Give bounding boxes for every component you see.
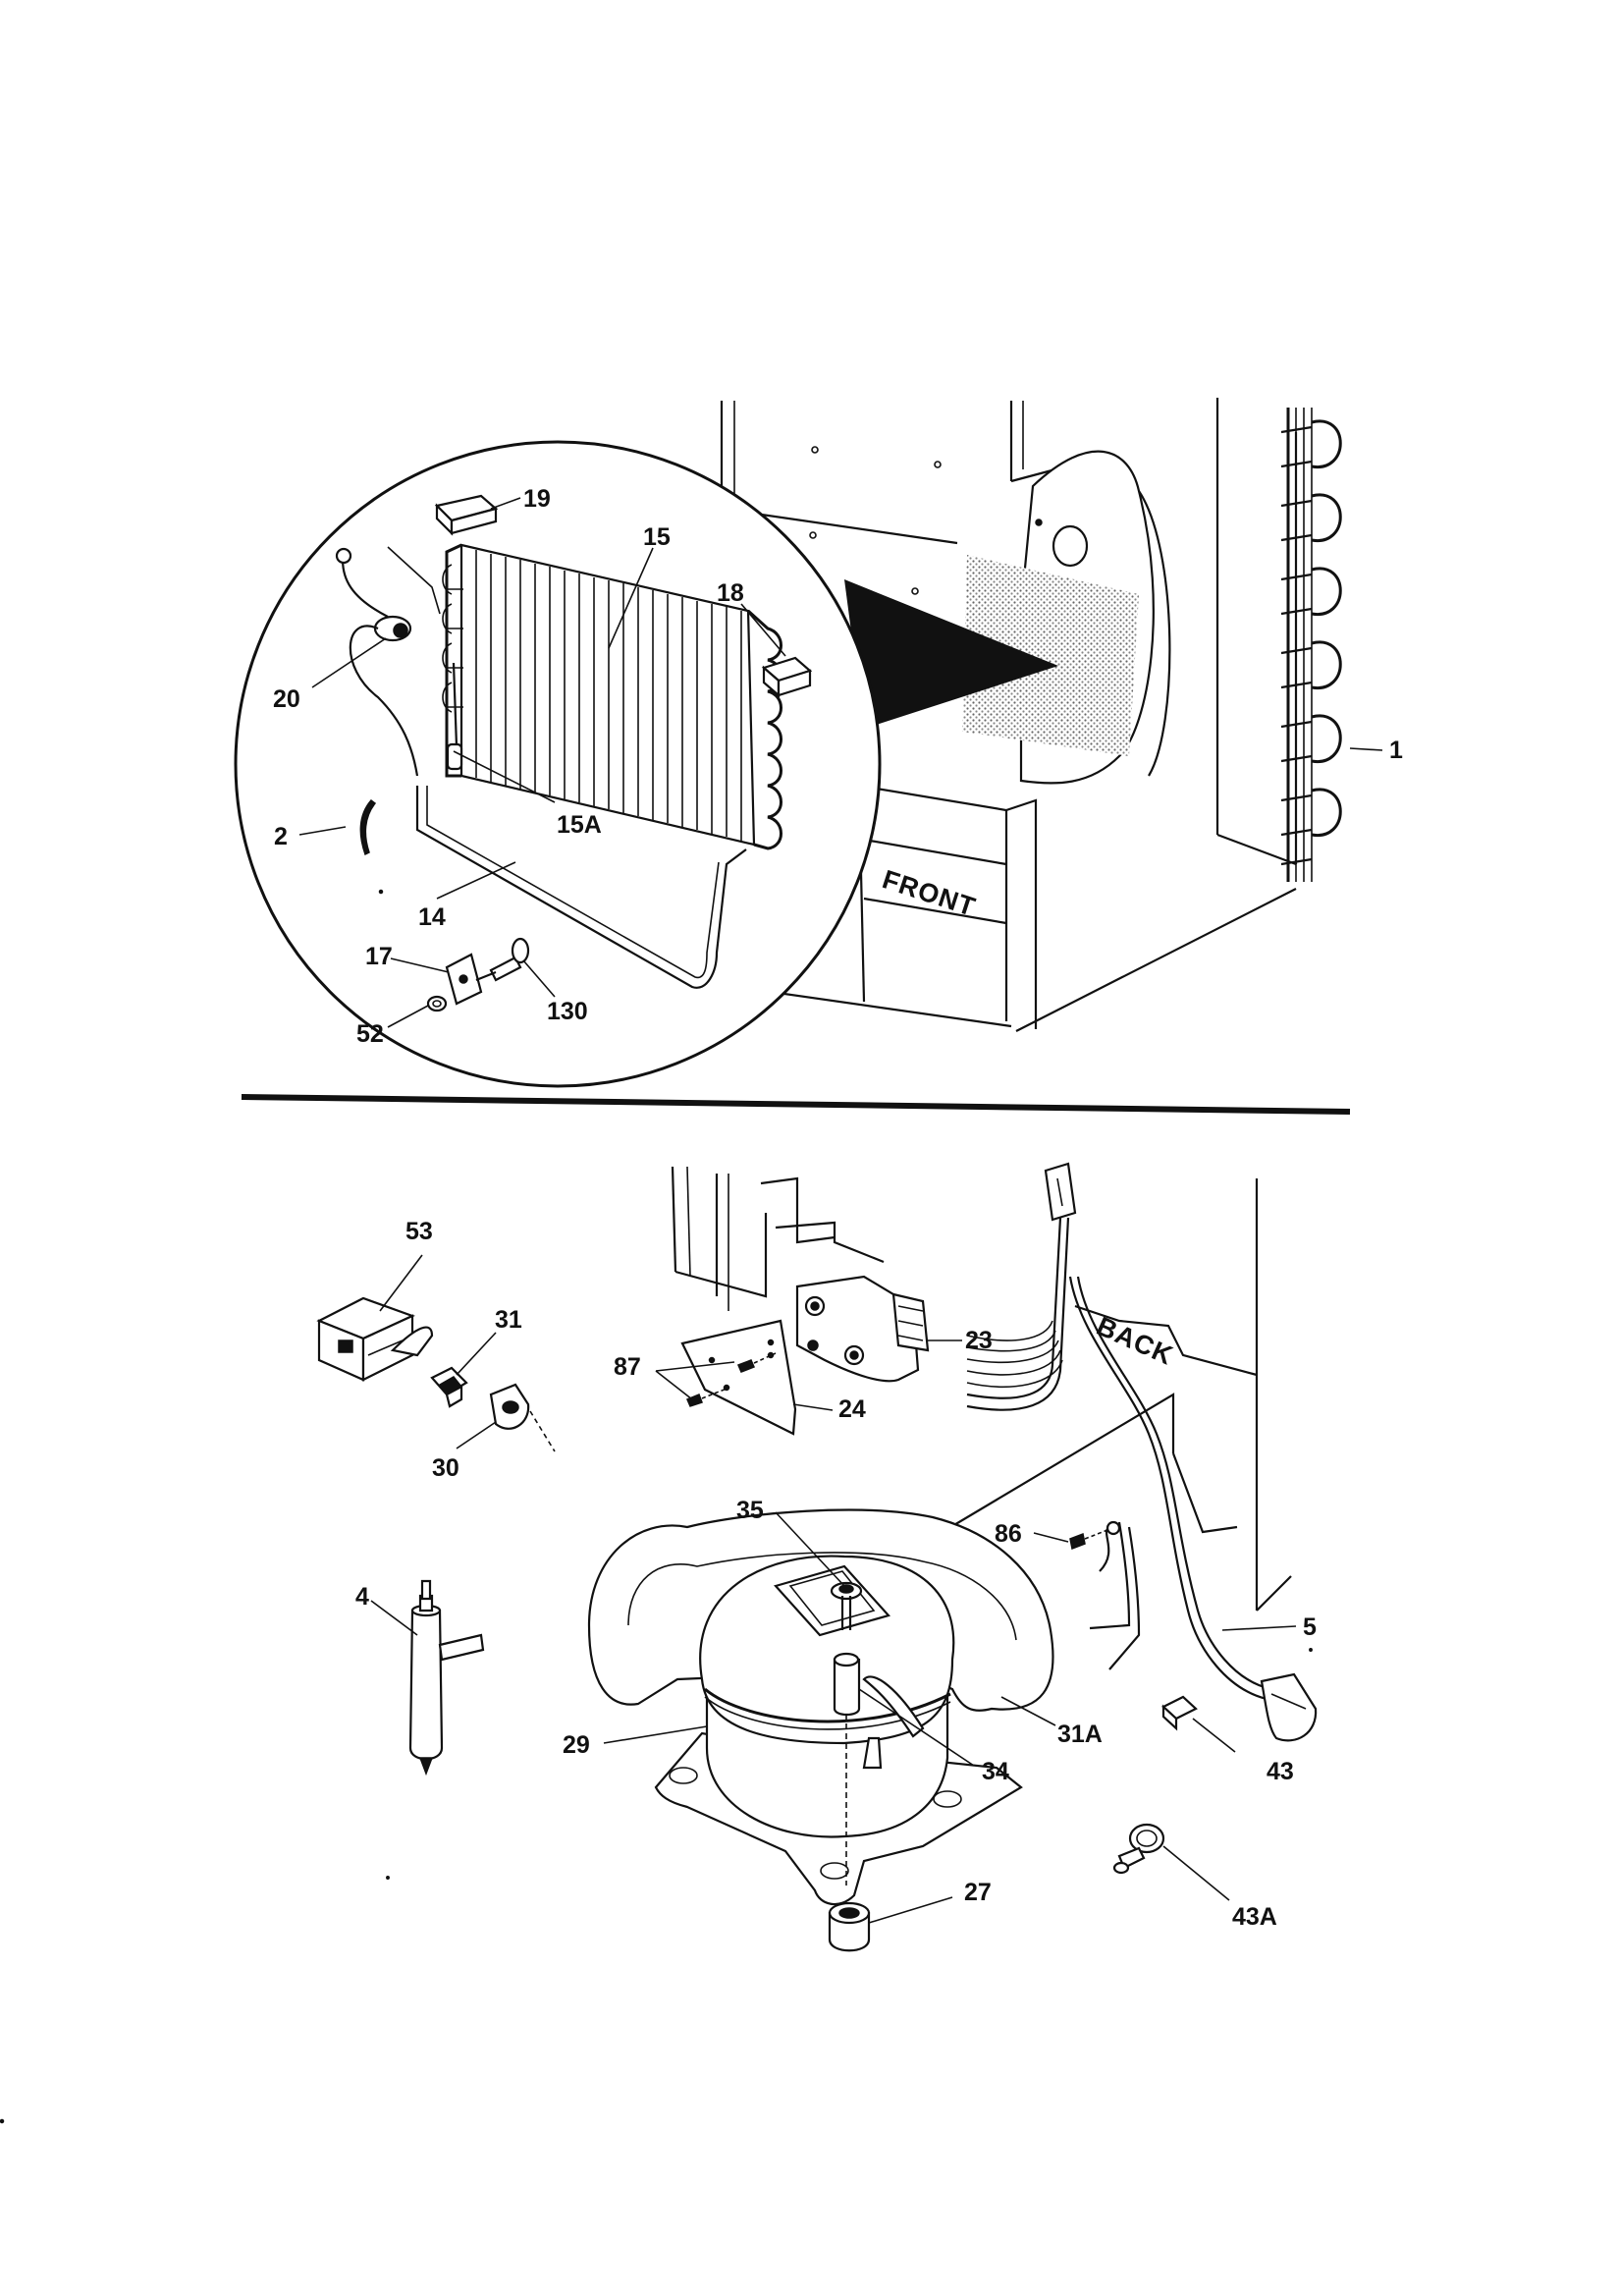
callout-4: 4 [355, 1583, 369, 1611]
callout-20: 20 [273, 685, 300, 713]
evaporator-detail-circle [234, 440, 882, 1088]
callout-5: 5 [1303, 1613, 1317, 1641]
spacer-34 [833, 1652, 861, 1717]
bracket-24 [680, 1319, 797, 1436]
evaporator [442, 543, 782, 850]
callout-2: 2 [274, 823, 288, 850]
callout-31a: 31A [1057, 1721, 1103, 1748]
callout-1: 1 [1389, 737, 1403, 764]
callout-31: 31 [495, 1306, 522, 1334]
washer-52 [426, 995, 448, 1012]
grommet-27 [828, 1901, 871, 1952]
screw-87-a [737, 1352, 777, 1373]
callout-43a: 43A [1232, 1903, 1277, 1931]
compressor-29 [654, 1555, 1023, 1906]
relay-53 [316, 1296, 434, 1382]
callout-52: 52 [356, 1020, 384, 1048]
scan-specks [0, 1648, 1313, 2124]
wiring-harness [966, 1162, 1318, 1742]
pad-19 [434, 494, 499, 536]
callout-35: 35 [736, 1497, 764, 1524]
leader-lines [298, 497, 1383, 1924]
callout-43: 43 [1267, 1758, 1294, 1785]
callout-19: 19 [523, 485, 551, 513]
cabinet-lower-back [671, 1166, 1292, 1612]
clamp-43a [1112, 1823, 1165, 1875]
callout-18: 18 [717, 579, 744, 607]
callout-86: 86 [995, 1520, 1022, 1548]
callout-15: 15 [643, 523, 671, 551]
callout-53: 53 [405, 1218, 433, 1245]
screw-86 [1069, 1520, 1121, 1551]
timer-23 [795, 1275, 930, 1383]
condenser-coil [1280, 408, 1342, 882]
back-label: BACK [1093, 1311, 1178, 1371]
callouts: 19 15 18 20 15A 2 14 17 130 52 1 53 31 8… [273, 485, 1403, 1931]
callout-30: 30 [432, 1454, 459, 1482]
screw-130 [475, 937, 530, 982]
overload-31 [430, 1366, 468, 1408]
callout-14: 14 [418, 903, 446, 931]
callout-24: 24 [838, 1395, 866, 1423]
screw-87-b [686, 1388, 728, 1407]
callout-23: 23 [965, 1327, 993, 1354]
front-label: FRONT [879, 864, 979, 922]
plate-17 [445, 953, 483, 1006]
callout-15a: 15A [557, 811, 602, 839]
callout-17: 17 [365, 943, 393, 970]
callout-27: 27 [964, 1879, 992, 1906]
pad-18 [761, 656, 813, 698]
cabinet-interior [720, 398, 1298, 1032]
drier-4 [408, 1579, 485, 1777]
bolt-35 [830, 1581, 863, 1630]
callout-87: 87 [614, 1353, 641, 1381]
clip-30 [489, 1383, 556, 1452]
section-divider [241, 1094, 1351, 1115]
callout-130: 130 [547, 998, 588, 1025]
callout-29: 29 [563, 1731, 590, 1759]
callout-34: 34 [982, 1758, 1009, 1785]
clip-43 [1161, 1695, 1198, 1731]
